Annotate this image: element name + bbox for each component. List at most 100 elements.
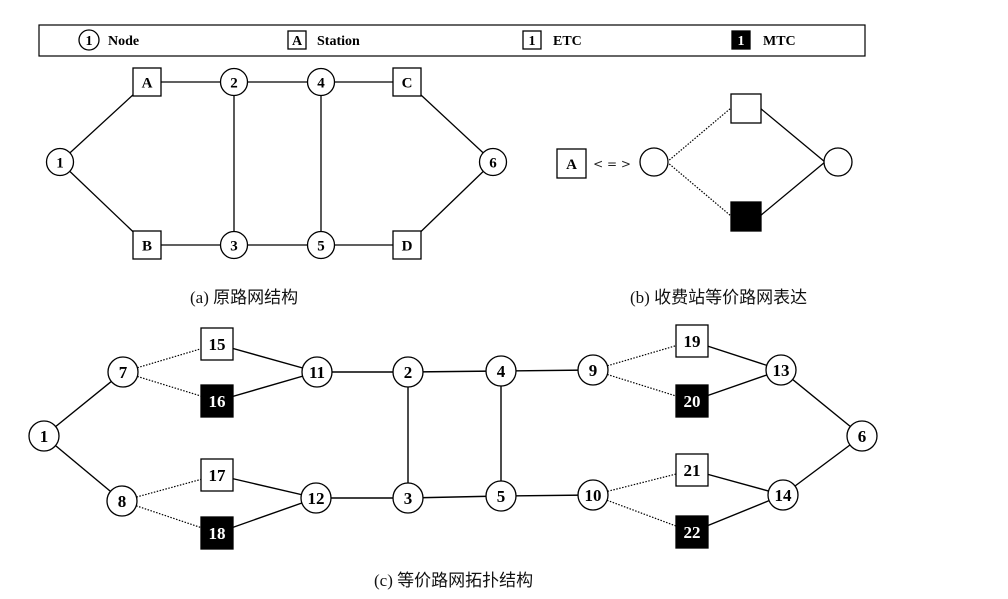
panel-a-node-1: 1 bbox=[45, 147, 75, 177]
panel-b-edge-etc-solid bbox=[759, 107, 826, 163]
panel-c-node-2: 2 bbox=[392, 356, 424, 388]
node-circle bbox=[219, 67, 249, 97]
panel-b-station-label: A bbox=[566, 157, 577, 173]
node-circle bbox=[577, 354, 609, 386]
panel-c-node-19: 19 bbox=[675, 324, 709, 358]
panel-b-left-node bbox=[639, 147, 669, 177]
node-label: 4 bbox=[317, 75, 325, 91]
panel-c-node-17: 17 bbox=[200, 458, 234, 492]
panel-a-node-B: B bbox=[132, 230, 162, 260]
panel-b-station-box bbox=[556, 148, 587, 179]
legend-node-symbol: 1 bbox=[86, 34, 93, 49]
legend: 1 Node A Station 1 ETC 1 MTC bbox=[38, 24, 866, 57]
panel-c-node-21: 21 bbox=[675, 453, 709, 487]
node-label: C bbox=[402, 75, 413, 91]
legend-mtc-symbol: 1 bbox=[738, 34, 745, 49]
node-label: 6 bbox=[858, 427, 867, 446]
node-label: 7 bbox=[119, 363, 128, 382]
node-label: 12 bbox=[308, 489, 325, 508]
node-circle bbox=[485, 355, 517, 387]
legend-etc-symbol: 1 bbox=[529, 34, 536, 49]
node-label: 10 bbox=[585, 486, 602, 505]
legend-mtc-label: MTC bbox=[763, 34, 796, 49]
node-circle bbox=[306, 230, 336, 260]
panel-a-node-C: C bbox=[392, 67, 422, 97]
panel-c-node-8: 8 bbox=[106, 485, 138, 517]
panel-c-node-15: 15 bbox=[200, 327, 234, 361]
station-box bbox=[132, 230, 162, 260]
panel-c-node-10: 10 bbox=[577, 479, 609, 511]
panel-b-mtc-lane bbox=[730, 201, 762, 232]
node-label: 22 bbox=[684, 523, 701, 542]
node-label: 13 bbox=[773, 361, 790, 380]
panel-c-caption: (c) 等价路网拓扑结构 bbox=[374, 571, 533, 590]
node-label: 4 bbox=[497, 362, 506, 381]
panel-b-right-node bbox=[823, 147, 853, 177]
panel-c-node-3: 3 bbox=[392, 482, 424, 514]
node-label: 19 bbox=[684, 332, 701, 351]
node-circle bbox=[767, 479, 799, 511]
node-label: 18 bbox=[209, 524, 226, 543]
node-label: 2 bbox=[404, 363, 413, 382]
node-label: 17 bbox=[209, 466, 227, 485]
panel-c-node-20: 20 bbox=[675, 384, 709, 418]
station-box bbox=[392, 67, 422, 97]
node-label: 20 bbox=[684, 392, 701, 411]
panel-c-node-7: 7 bbox=[107, 356, 139, 388]
legend-item-station: A Station bbox=[287, 30, 360, 50]
panel-a-node-D: D bbox=[392, 230, 422, 260]
node-circle bbox=[577, 479, 609, 511]
mtc-lane-box bbox=[675, 384, 709, 418]
node-label: 21 bbox=[684, 461, 701, 480]
panel-a-node-6: 6 bbox=[478, 147, 508, 177]
panel-c-node-18: 18 bbox=[200, 516, 234, 550]
panel-a-node-4: 4 bbox=[306, 67, 336, 97]
legend-item-mtc: 1 MTC bbox=[731, 30, 796, 50]
legend-box bbox=[38, 24, 866, 57]
panel-c-node-4: 4 bbox=[485, 355, 517, 387]
node-label: B bbox=[142, 238, 152, 254]
panel-b-station-equivalence: A < = > (b) 收费站等价路网表达 bbox=[556, 93, 853, 307]
etc-lane-box bbox=[200, 327, 234, 361]
node-circle bbox=[765, 354, 797, 386]
panel-c-edge-1-7 bbox=[43, 371, 124, 437]
panel-b-equiv-symbol: < = > bbox=[593, 157, 631, 171]
node-label: 11 bbox=[309, 363, 325, 382]
panel-c-node-22: 22 bbox=[675, 515, 709, 549]
legend-etc-label: ETC bbox=[553, 34, 582, 49]
mtc-lane-box bbox=[200, 516, 234, 550]
panel-c-edge-16-11 bbox=[216, 371, 318, 402]
panel-a-edges bbox=[59, 81, 494, 246]
panel-c-edge-13-6 bbox=[780, 369, 863, 437]
mtc-lane-box bbox=[200, 384, 234, 418]
legend-etc-icon bbox=[522, 30, 542, 50]
legend-station-icon bbox=[287, 30, 307, 50]
legend-item-etc: 1 ETC bbox=[522, 30, 582, 50]
node-circle bbox=[392, 482, 424, 514]
node-circle bbox=[45, 147, 75, 177]
legend-mtc-icon bbox=[731, 30, 751, 50]
station-box bbox=[392, 230, 422, 260]
node-circle bbox=[846, 420, 878, 452]
node-circle bbox=[28, 420, 60, 452]
node-label: 2 bbox=[230, 75, 238, 91]
panel-c-edge-1-8 bbox=[43, 435, 123, 502]
panel-b-edge-etc-dotted bbox=[666, 107, 732, 163]
panel-c-edge-9-19 bbox=[592, 340, 693, 371]
panel-b-edge-mtc-solid bbox=[759, 161, 826, 217]
etc-lane-box bbox=[675, 324, 709, 358]
panel-c-node-14: 14 bbox=[767, 479, 799, 511]
legend-station-label: Station bbox=[317, 34, 360, 49]
panel-c-edge-9-20 bbox=[592, 369, 693, 402]
legend-node-icon bbox=[78, 29, 100, 51]
node-label: 8 bbox=[118, 492, 127, 511]
panel-c-node-11: 11 bbox=[301, 356, 333, 388]
panel-a-node-2: 2 bbox=[219, 67, 249, 97]
node-label: 5 bbox=[317, 238, 325, 254]
node-label: 14 bbox=[775, 486, 793, 505]
node-circle bbox=[300, 482, 332, 514]
node-circle bbox=[219, 230, 249, 260]
